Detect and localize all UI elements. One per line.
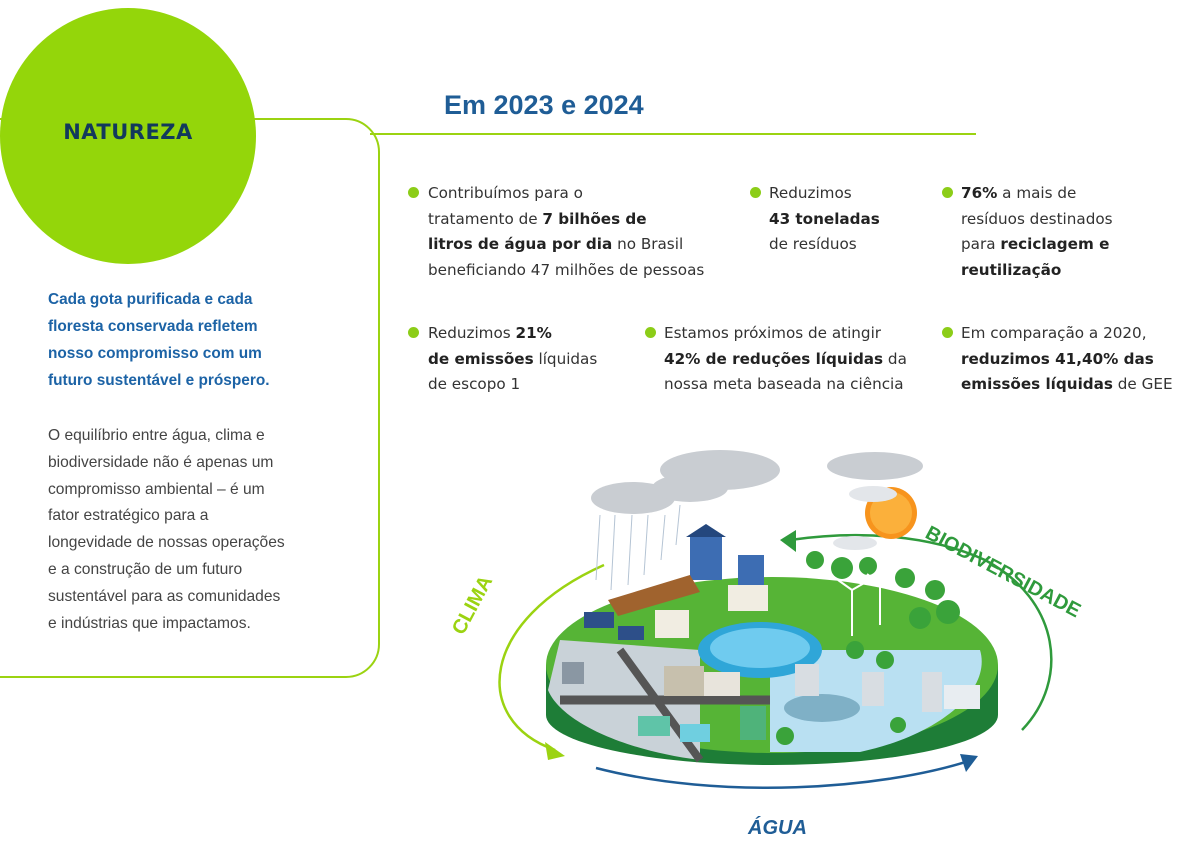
bio-arrow — [789, 533, 1053, 731]
green-building — [638, 716, 670, 736]
wind-turbines — [837, 573, 894, 636]
factory — [704, 672, 740, 696]
factory — [562, 662, 584, 684]
rain-clouds — [591, 450, 923, 514]
badge-title: NATUREZA — [63, 120, 193, 144]
green-building — [680, 724, 710, 742]
silo — [922, 672, 942, 712]
house-building — [690, 535, 722, 580]
bullet-dot — [942, 187, 953, 198]
agua-arrowhead — [960, 754, 978, 772]
bullet-dot — [408, 327, 419, 338]
lead-text: Cada gota purificada e cada floresta con… — [48, 291, 270, 389]
lake-surface — [710, 628, 810, 668]
rain — [595, 504, 681, 591]
agua-arrow — [595, 758, 973, 789]
sun-cloud — [833, 536, 877, 550]
bullet-dot — [408, 187, 419, 198]
house-building — [728, 585, 768, 611]
stat-waste-reduction: Reduzimos 43 toneladas de resíduos — [769, 184, 880, 254]
section-heading: Em 2023 e 2024 — [444, 90, 644, 120]
bullet-dot — [942, 327, 953, 338]
treatment-building — [944, 685, 980, 709]
clima-arrowhead — [545, 742, 565, 760]
tree-group — [776, 551, 960, 745]
natureza-badge: NATUREZA — [0, 8, 256, 264]
house-building — [655, 610, 689, 638]
house-building — [738, 555, 764, 585]
solar-panel — [584, 612, 614, 628]
bio-arrowhead — [780, 530, 796, 552]
solar-panel — [618, 626, 644, 640]
stat-scope1-emissions: Reduzimos 21% de emissões líquidas de es… — [428, 324, 598, 394]
bullet-dot — [645, 327, 656, 338]
house-roof — [686, 524, 726, 537]
stat-recycling: 76% a mais de resíduos destinados para r… — [961, 184, 1113, 279]
stat-water-treatment: Contribuímos para o tratamento de 7 bilh… — [428, 184, 705, 279]
clima-arrow — [498, 563, 605, 752]
heading-divider — [370, 133, 976, 135]
stat-ghg-emissions: Em comparação a 2020, reduzimos 41,40% d… — [961, 324, 1173, 394]
treatment-tank — [784, 694, 860, 722]
stat-science-target: Estamos próximos de atingir 42% de reduç… — [664, 324, 907, 394]
farm-field — [608, 575, 700, 616]
green-building — [740, 706, 766, 740]
bullet-dot — [750, 187, 761, 198]
sun-cloud — [849, 486, 897, 502]
ecosystem-illustration — [498, 450, 1053, 789]
silo — [795, 664, 819, 696]
body-text: O equilíbrio entre água, clima e biodive… — [48, 427, 285, 632]
agua-label: ÁGUA — [748, 817, 807, 839]
factory — [664, 666, 704, 696]
silo — [862, 672, 884, 706]
